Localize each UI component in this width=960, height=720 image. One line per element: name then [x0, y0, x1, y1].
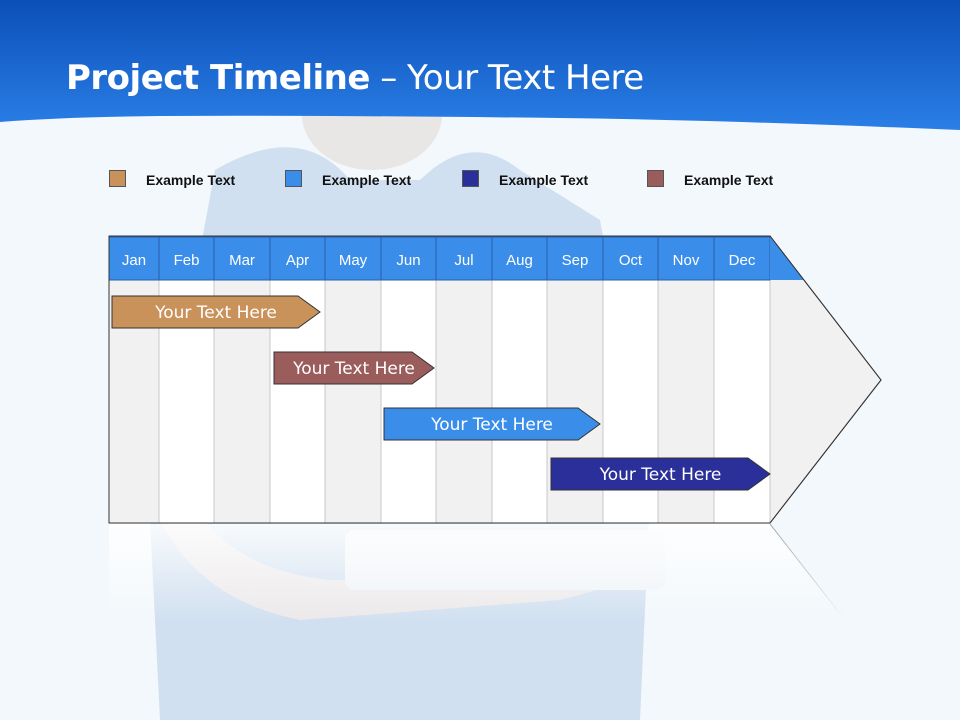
legend-label: Example Text — [322, 172, 412, 188]
month-label: Nov — [673, 252, 700, 269]
month-label: Apr — [286, 252, 309, 269]
title-rest: – Your Text Here — [369, 58, 644, 98]
legend-swatch — [462, 170, 479, 187]
month-header-cell — [108, 236, 160, 281]
month-header: Jan Feb Mar Apr May Jun Jul Aug Sep Oct Nov Dec — [108, 236, 771, 281]
month-label: Dec — [729, 252, 756, 269]
month-label: Oct — [619, 252, 643, 269]
task-bar-shape — [550, 457, 771, 491]
task-bar-shape — [111, 295, 321, 329]
timeline-reflection — [108, 523, 846, 621]
task-bar-shape — [383, 407, 601, 441]
legend-label: Example Text — [684, 172, 774, 188]
task-bar-label: Your Text Here — [599, 465, 722, 485]
month-header-cell — [269, 236, 326, 281]
task-bar: Your Text Here — [550, 457, 771, 491]
month-header-cell — [213, 236, 271, 281]
month-header-cell — [657, 236, 715, 281]
task-bar: Your Text Here — [111, 295, 321, 329]
month-label: Aug — [506, 252, 533, 269]
task-bar-shape — [273, 351, 435, 385]
legend-swatch — [109, 170, 126, 187]
header-banner — [0, 0, 960, 130]
month-column — [380, 279, 437, 524]
month-header-cell — [380, 236, 437, 281]
month-header-cell — [546, 236, 604, 281]
month-label: Feb — [174, 252, 200, 269]
month-header-cell — [158, 236, 215, 281]
month-column — [491, 279, 548, 524]
month-label: Sep — [562, 252, 589, 269]
task-bar: Your Text Here — [273, 351, 435, 385]
timeline-arrow-outline — [108, 235, 882, 524]
month-label: Jun — [396, 252, 420, 269]
month-column — [435, 279, 493, 524]
month-header-cell — [602, 236, 659, 281]
task-bar: Your Text Here — [383, 407, 601, 441]
legend-swatch — [285, 170, 302, 187]
legend-swatch — [647, 170, 664, 187]
legend-label: Example Text — [499, 172, 589, 188]
month-label: May — [339, 252, 368, 269]
title-bold: Project Timeline — [66, 58, 370, 98]
month-header-cell — [324, 236, 382, 281]
task-bar-label: Your Text Here — [154, 303, 277, 323]
legend-label: Example Text — [146, 172, 236, 188]
month-label: Jul — [454, 252, 473, 269]
task-bar-label: Your Text Here — [292, 359, 415, 379]
task-bar-label: Your Text Here — [430, 415, 553, 435]
month-column — [324, 279, 382, 524]
month-label: Jan — [122, 252, 146, 269]
month-label: Mar — [229, 252, 255, 269]
page-title: Project Timeline – Your Text Here — [66, 58, 644, 98]
